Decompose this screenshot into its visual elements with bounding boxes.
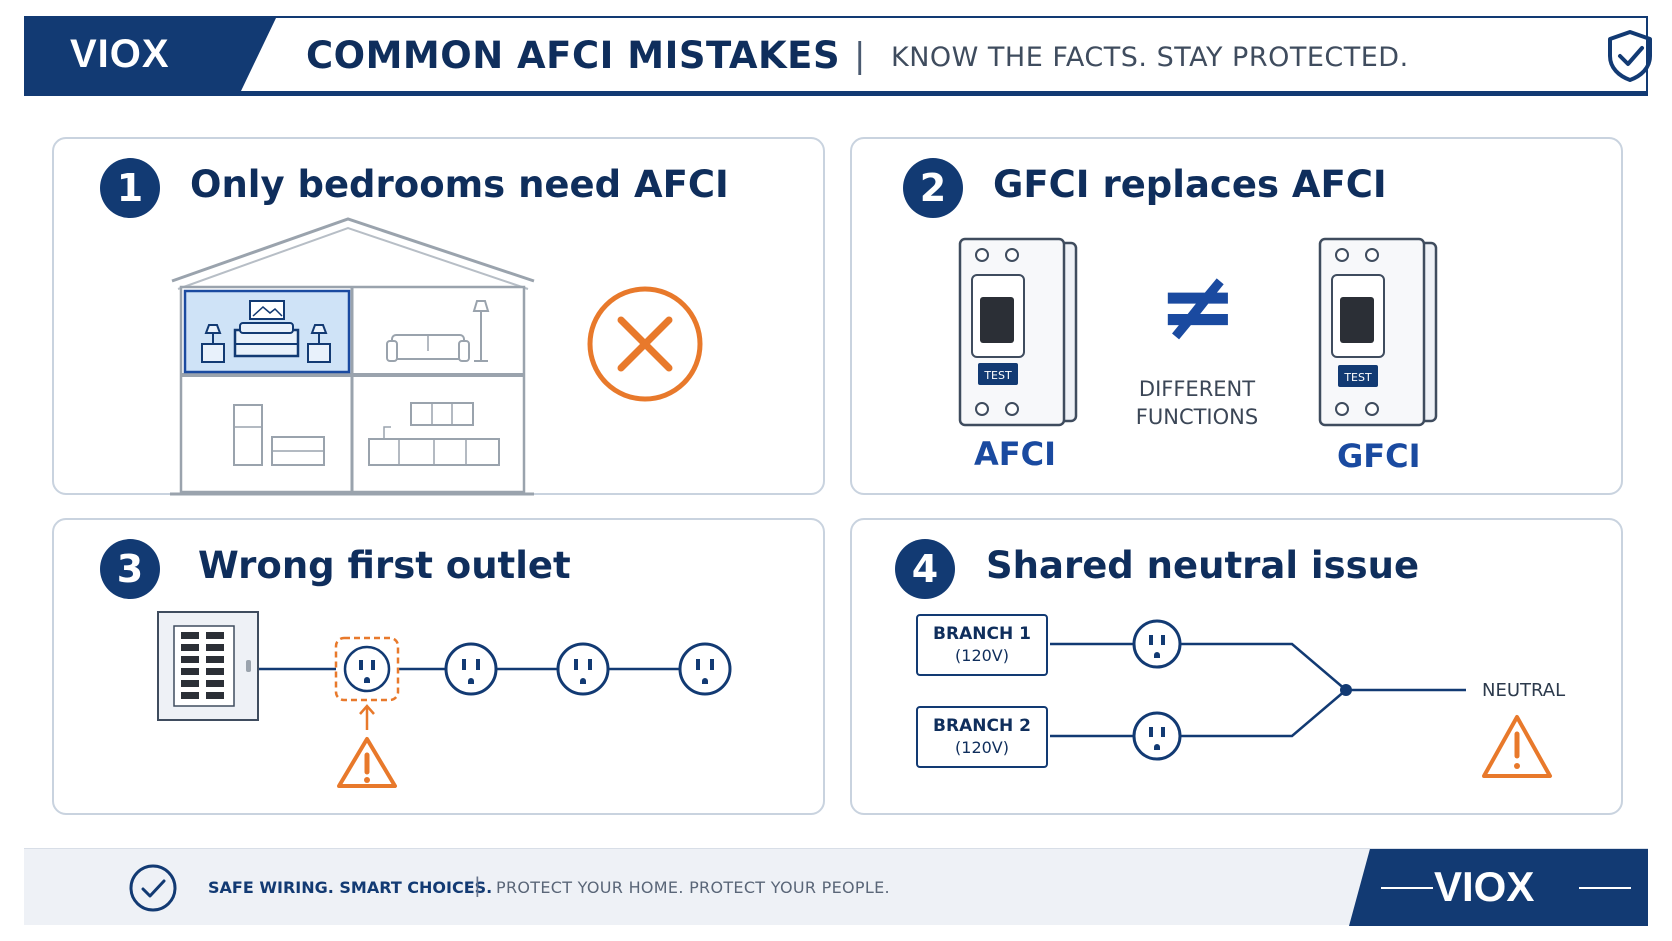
branch-1-voltage: (120V) xyxy=(955,646,1009,665)
mistake-number-badge: 1 xyxy=(100,158,160,218)
different-functions-note: DIFFERENT FUNCTIONS xyxy=(1122,375,1272,431)
footer-slogan: SAFE WIRING. SMART CHOICES. xyxy=(208,878,493,897)
mistake-number-badge: 4 xyxy=(895,539,955,599)
outlet-icon xyxy=(444,642,498,696)
mistake-card-1: 1 Only bedrooms need AFCI xyxy=(52,137,825,496)
branch-2-voltage: (120V) xyxy=(955,738,1009,757)
cross-mark-icon xyxy=(587,286,703,402)
outlet-icon xyxy=(1132,619,1182,669)
warning-icon xyxy=(337,737,397,788)
footer-tagline: PROTECT YOUR HOME. PROTECT YOUR PEOPLE. xyxy=(496,878,890,897)
mistake-card-4: 4 Shared neutral issue BRANCH 1 (120V) B… xyxy=(850,518,1623,815)
test-button-label: TEST xyxy=(983,369,1012,382)
note-line-2: FUNCTIONS xyxy=(1135,405,1259,429)
warning-icon xyxy=(1482,715,1552,778)
not-equal-symbol: ≠ xyxy=(1158,250,1238,362)
shared-neutral-diagram xyxy=(1050,619,1552,778)
mistake-title: Shared neutral issue xyxy=(986,544,1420,587)
mistake-card-3: 3 Wrong first outlet xyxy=(52,518,825,815)
page-title: COMMON AFCI MISTAKES xyxy=(306,34,841,77)
outlet-icon xyxy=(556,642,610,696)
footer-bar: SAFE WIRING. SMART CHOICES. | PROTECT YO… xyxy=(24,848,1648,926)
logo-dash-right xyxy=(1579,887,1631,889)
shield-check-icon xyxy=(1608,30,1652,82)
footer-logo-text: VIOX xyxy=(1434,863,1535,910)
test-button-label: TEST xyxy=(1343,371,1372,384)
branch-1-name: BRANCH 1 xyxy=(933,624,1031,644)
header-logo: VIOX xyxy=(26,18,276,91)
branch-2-name: BRANCH 2 xyxy=(933,716,1031,736)
first-outlet-icon xyxy=(343,645,391,693)
note-line-1: DIFFERENT xyxy=(1138,377,1256,401)
gfci-breaker-icon: TEST xyxy=(1318,237,1438,427)
mistake-number-badge: 2 xyxy=(903,158,963,218)
mistake-title: GFCI replaces AFCI xyxy=(993,163,1387,206)
house-cross-section-illustration xyxy=(170,217,535,496)
breaker-panel-icon xyxy=(157,611,259,721)
header-separator: | xyxy=(854,36,866,76)
page-subtitle: KNOW THE FACTS. STAY PROTECTED. xyxy=(891,42,1409,73)
header-logo-text: VIOX xyxy=(70,32,170,76)
mistake-title: Only bedrooms need AFCI xyxy=(190,163,729,206)
header-bar: VIOX COMMON AFCI MISTAKES | KNOW THE FAC… xyxy=(24,16,1652,96)
not-equal-icon: ≠ xyxy=(1158,250,1238,362)
branch-1-box: BRANCH 1 (120V) xyxy=(916,614,1048,676)
mistake-number-badge: 3 xyxy=(100,539,160,599)
logo-dash-left xyxy=(1381,887,1433,889)
footer-logo: VIOX xyxy=(1349,849,1648,926)
afci-label: AFCI xyxy=(974,435,1057,473)
gfci-label: GFCI xyxy=(1337,437,1421,475)
branch-2-box: BRANCH 2 (120V) xyxy=(916,706,1048,768)
check-circle-icon xyxy=(129,864,177,912)
footer-separator: | xyxy=(474,873,481,897)
outlet-icon xyxy=(678,642,732,696)
afci-breaker-icon: TEST xyxy=(958,237,1078,427)
mistake-title: Wrong first outlet xyxy=(198,544,571,587)
outlet-icon xyxy=(1132,711,1182,761)
neutral-label: NEUTRAL xyxy=(1482,680,1566,701)
mistake-card-2: 2 GFCI replaces AFCI TEST TEST ≠ DIFFERE… xyxy=(850,137,1623,495)
outlet-chain-diagram xyxy=(157,611,732,788)
